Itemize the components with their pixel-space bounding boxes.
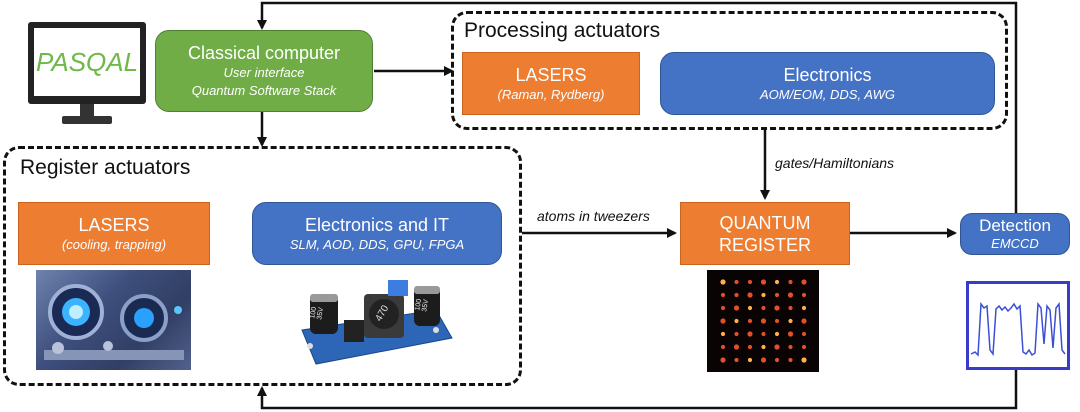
atom-dot [774, 279, 780, 285]
atom-dot [733, 344, 740, 350]
register-electronics-sub: SLM, AOD, DDS, GPU, FPGA [289, 236, 465, 252]
register-lasers-title: LASERS [78, 214, 150, 235]
quantum-register-line2: REGISTER [718, 234, 811, 255]
quantum-register-line1: QUANTUM [719, 212, 811, 233]
atom-dot [761, 331, 766, 337]
atom-dot [747, 305, 753, 311]
atoms-in-tweezers-label: atoms in tweezers [537, 208, 650, 224]
atom-dot [774, 318, 780, 324]
atom-dot [747, 292, 753, 298]
classical-computer-box: Classical computer User interface Quantu… [155, 30, 373, 112]
atom-dot [720, 344, 726, 350]
atom-dot [734, 292, 739, 298]
classical-computer-line2: Quantum Software Stack [191, 83, 337, 98]
atom-dot [720, 331, 726, 337]
detection-sub: EMCCD [991, 236, 1039, 251]
electronics-board-photo: 100 35V 470 100 35V [296, 272, 454, 372]
processing-lasers-title: LASERS [515, 64, 587, 85]
feedback-bottom-line [257, 370, 1018, 410]
atom-dot [747, 357, 753, 363]
processing-lasers-sub: (Raman, Rydberg) [497, 86, 605, 102]
detection-trace-plot [966, 281, 1070, 370]
atom-dot [801, 318, 807, 324]
atom-dot [788, 357, 793, 363]
atom-dot [774, 344, 780, 350]
monitor-icon: PASQAL [28, 22, 146, 128]
detection-box: Detection EMCCD [960, 213, 1070, 255]
atom-dot [720, 279, 726, 285]
register-electronics-box: Electronics and IT SLM, AOD, DDS, GPU, F… [252, 202, 502, 265]
atom-dot [801, 344, 807, 350]
atom-dot [761, 344, 766, 350]
atom-dot [801, 331, 807, 337]
processing-lasers-box: LASERS (Raman, Rydberg) [462, 52, 640, 115]
classical-computer-title: Classical computer [187, 43, 341, 63]
atom-dot [774, 305, 780, 311]
atom-dot [760, 279, 767, 285]
atom-dot [747, 318, 753, 324]
atom-dot [774, 331, 780, 337]
register-actuators-group [3, 146, 522, 386]
feedback-top-line [257, 1, 1018, 213]
atom-dot [761, 292, 766, 298]
atom-dot [760, 318, 767, 324]
detection-trace-line [970, 301, 1066, 357]
atom-dot [734, 318, 739, 324]
atom-dot [733, 305, 740, 311]
atom-dot [734, 357, 739, 363]
atom-dot [720, 292, 726, 298]
processing-actuators-group [451, 11, 1008, 130]
register-actuators-title: Register actuators [20, 156, 191, 179]
atom-dot [788, 344, 793, 350]
processing-electronics-box: Electronics AOM/EOM, DDS, AWG [660, 52, 995, 115]
atom-dot [788, 305, 793, 311]
atom-dot [801, 357, 807, 363]
atom-dot [788, 279, 793, 285]
atom-dot [747, 331, 753, 337]
atom-dot [801, 292, 807, 298]
capacitor-label-left: 100 35V [309, 306, 326, 321]
laser-optics-photo [36, 270, 191, 370]
atom-array-image [707, 270, 819, 372]
atom-dot [774, 357, 780, 363]
register-electronics-title: Electronics and IT [304, 214, 450, 235]
atom-dot [747, 279, 753, 285]
quantum-register-box: QUANTUM REGISTER [680, 202, 850, 265]
classical-computer-line1: User interface [223, 65, 305, 80]
atom-dot [787, 331, 794, 337]
monitor-screen-text: PASQAL [35, 46, 139, 77]
processing-electronics-sub: AOM/EOM, DDS, AWG [759, 86, 896, 102]
processing-actuators-title: Processing actuators [464, 19, 661, 42]
atom-dot [734, 331, 739, 337]
processing-electronics-title: Electronics [783, 64, 872, 85]
atom-dot [747, 344, 753, 350]
atom-dot [761, 305, 766, 311]
atom-dot [787, 292, 794, 298]
atom-dot [801, 279, 807, 285]
atom-dot [720, 305, 726, 311]
atom-dot [720, 357, 726, 363]
atom-dot [720, 318, 726, 324]
atom-dot [774, 292, 780, 298]
register-lasers-sub: (cooling, trapping) [61, 236, 167, 252]
atom-dot [734, 279, 739, 285]
atom-dot [801, 305, 807, 311]
atom-dot [788, 318, 793, 324]
gates-hamiltonians-label: gates/Hamiltonians [775, 155, 895, 171]
register-lasers-box: LASERS (cooling, trapping) [18, 202, 210, 265]
atom-dot [760, 357, 767, 363]
detection-title: Detection [979, 216, 1051, 235]
capacitor-label-right: 100 35V [414, 298, 431, 313]
